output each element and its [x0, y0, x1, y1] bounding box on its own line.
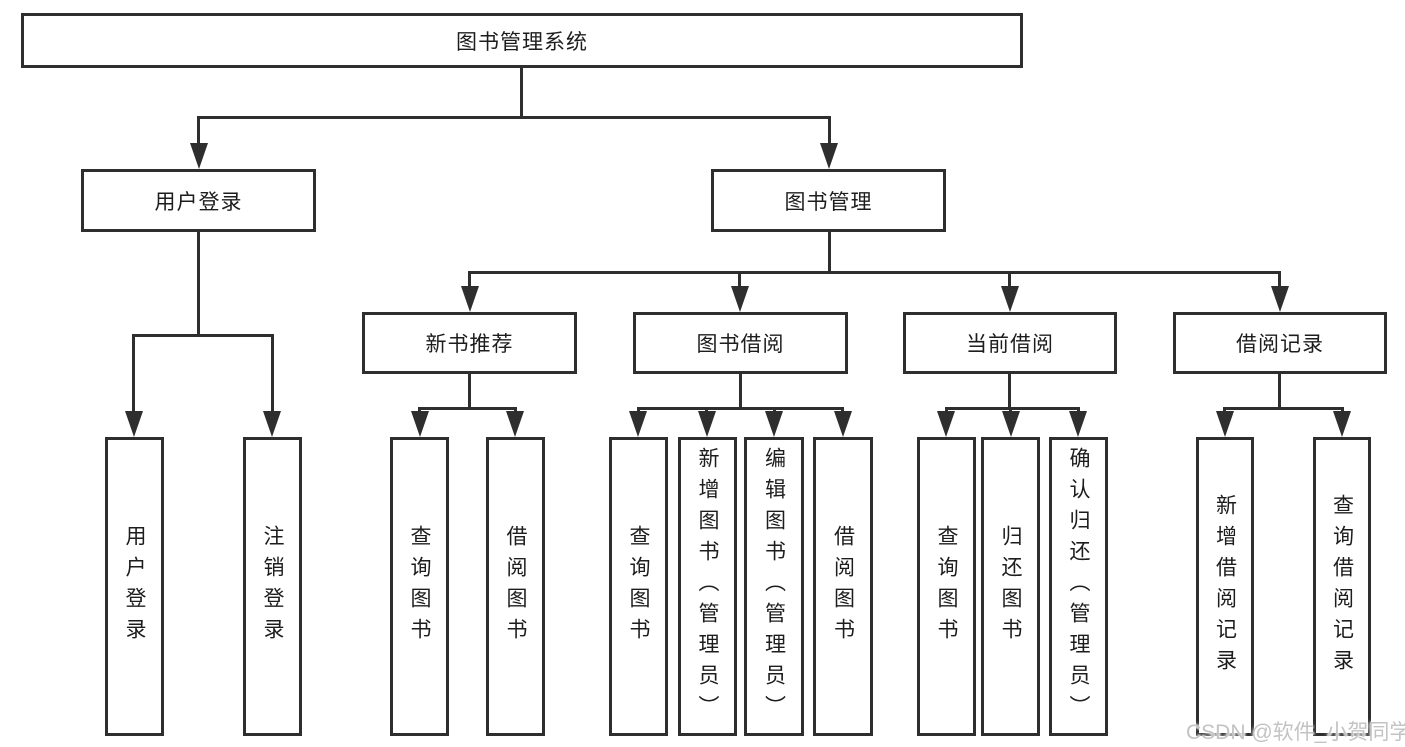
arrowhead-icon — [731, 286, 749, 312]
connector-bus — [132, 334, 274, 337]
node-leaf-borrow-books-recommend: 借阅图书 — [486, 437, 545, 736]
arrowhead-icon — [834, 411, 852, 437]
connector-drop — [828, 232, 831, 273]
connector-drop — [197, 232, 200, 336]
connector-stub — [132, 334, 135, 413]
arrowhead-icon — [820, 143, 838, 169]
node-label: 新增借阅记录 — [1213, 493, 1237, 680]
arrowhead-icon — [698, 411, 716, 437]
node-leaf-query-books-borrow: 查询图书 — [609, 437, 668, 736]
arrowhead-icon — [1333, 411, 1351, 437]
node-label: 用户登录 — [154, 190, 243, 214]
connector-bus — [1223, 407, 1343, 410]
node-new-book-recommend: 新书推荐 — [362, 312, 577, 374]
arrowhead-icon — [629, 411, 647, 437]
node-label: 新书推荐 — [425, 333, 514, 356]
node-label: 查询图书 — [627, 524, 650, 649]
watermark: CSDN @软件_小贺同学 — [1186, 721, 1405, 744]
connector-bus — [945, 407, 1079, 410]
node-book-borrow: 图书借阅 — [633, 312, 848, 374]
connector-bus — [637, 407, 844, 410]
node-label: 编辑图书（管理员） — [762, 447, 786, 726]
node-leaf-return-books: 归还图书 — [981, 437, 1040, 736]
node-label: 图书管理系统 — [456, 30, 588, 54]
connector-root-drop — [520, 68, 523, 118]
connector-stub — [1008, 271, 1011, 289]
node-library-management-system: 图书管理系统 — [21, 13, 1023, 68]
connector-bus — [468, 271, 1281, 274]
node-label: 新增图书（管理员） — [696, 447, 719, 726]
node-borrow-records: 借阅记录 — [1173, 312, 1387, 374]
connector-drop — [1278, 374, 1281, 409]
node-current-borrow: 当前借阅 — [903, 312, 1117, 374]
node-leaf-query-borrow-record: 查询借阅记录 — [1313, 437, 1371, 736]
arrowhead-icon — [1216, 411, 1234, 437]
connector-stub — [1278, 271, 1281, 289]
connector-stub — [271, 334, 274, 413]
node-label: 借阅图书 — [504, 524, 527, 649]
node-label: 查询图书 — [935, 524, 958, 649]
node-leaf-borrow-books: 借阅图书 — [813, 437, 873, 736]
node-label: 图书管理 — [784, 190, 873, 214]
node-leaf-confirm-return-admin: 确认归还（管理员） — [1049, 437, 1108, 736]
arrowhead-icon — [190, 143, 208, 169]
arrowhead-icon — [937, 411, 955, 437]
node-label: 确认归还（管理员） — [1067, 447, 1090, 726]
connector-stub — [738, 271, 741, 289]
node-label: 借阅图书 — [831, 524, 855, 649]
arrowhead-icon — [125, 411, 143, 437]
arrowhead-icon — [765, 411, 783, 437]
node-label: 当前借阅 — [966, 333, 1054, 356]
arrowhead-icon — [411, 411, 429, 437]
node-leaf-query-books-recommend: 查询图书 — [390, 437, 449, 736]
node-label: 用户登录 — [123, 524, 146, 649]
node-label: 查询图书 — [408, 524, 431, 649]
connector-drop — [468, 374, 471, 409]
node-leaf-add-books-admin: 新增图书（管理员） — [678, 437, 737, 736]
node-label: 图书借阅 — [696, 333, 785, 356]
connector-drop — [739, 374, 742, 409]
arrowhead-icon — [1271, 286, 1289, 312]
arrowhead-icon — [263, 411, 281, 437]
node-label: 查询借阅记录 — [1330, 493, 1354, 680]
connector-root-bus — [197, 116, 831, 119]
connector-stub — [468, 271, 471, 289]
connector-bus — [418, 407, 517, 410]
node-user-login: 用户登录 — [81, 169, 316, 232]
node-leaf-user-login: 用户登录 — [105, 437, 164, 736]
connector-stub — [197, 116, 200, 145]
arrowhead-icon — [1002, 411, 1020, 437]
arrowhead-icon — [1069, 411, 1087, 437]
arrowhead-icon — [1001, 286, 1019, 312]
arrowhead-icon — [506, 411, 524, 437]
node-book-management: 图书管理 — [711, 169, 946, 232]
node-leaf-edit-books-admin: 编辑图书（管理员） — [744, 437, 804, 736]
arrowhead-icon — [461, 286, 479, 312]
node-leaf-add-borrow-record: 新增借阅记录 — [1196, 437, 1254, 736]
node-leaf-logout: 注销登录 — [243, 437, 302, 736]
node-label: 注销登录 — [261, 524, 284, 649]
connector-stub — [828, 116, 831, 145]
node-label: 归还图书 — [999, 524, 1022, 649]
connector-drop — [1008, 374, 1011, 409]
node-label: 借阅记录 — [1236, 333, 1324, 356]
node-leaf-query-books-current: 查询图书 — [917, 437, 976, 736]
